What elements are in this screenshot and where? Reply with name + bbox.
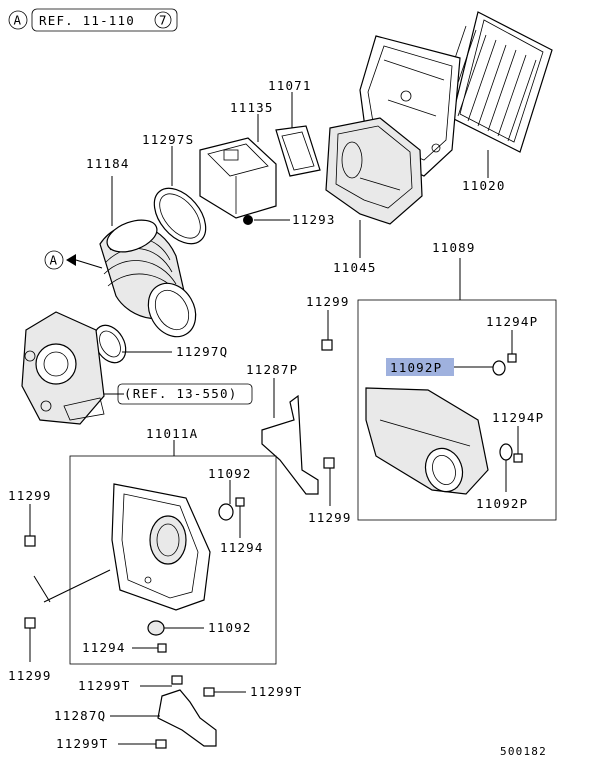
bolt-11299t-a — [171, 675, 183, 685]
box-11089 — [357, 299, 557, 521]
label-11299-left-top: 11299 — [8, 488, 52, 503]
ref-box — [31, 8, 178, 32]
clip-11294p-a — [507, 353, 517, 363]
label-11092p-b: 11092P — [476, 496, 528, 511]
label-11011a: 11011A — [146, 426, 198, 441]
leader-left-a — [33, 575, 51, 603]
label-11184: 11184 — [86, 156, 130, 171]
label-11135: 11135 — [230, 100, 274, 115]
label-11299-top: 11299 — [306, 294, 350, 309]
bolt-11299-left-bottom — [24, 617, 36, 662]
arrow-marker-text: A — [50, 253, 59, 268]
label-11092p-highlight: 11092P — [390, 360, 442, 375]
label-11297s: 11297S — [142, 132, 194, 147]
ref-circle — [154, 11, 172, 29]
grommet-11092-a — [218, 503, 234, 521]
bracket-11287p — [261, 378, 319, 495]
label-11294p-a: 11294P — [486, 314, 538, 329]
arrow-head — [66, 254, 76, 266]
grommet-11092p-b — [499, 443, 513, 461]
bracket-11287q — [110, 689, 217, 747]
clip-11294p-b — [513, 453, 523, 463]
intake-hose — [99, 176, 197, 338]
label-11299t-c: 11299T — [56, 736, 108, 751]
label-11299t-b: 11299T — [250, 684, 302, 699]
label-11287q: 11287Q — [54, 708, 106, 723]
ref-13-550-box — [117, 383, 253, 405]
duct-11011a — [111, 483, 211, 611]
clip-11294-b — [157, 643, 167, 653]
bolt-11299-top — [321, 310, 333, 351]
label-11293: 11293 — [292, 212, 336, 227]
label-11297q: 11297Q — [176, 344, 228, 359]
air-filter-element — [437, 11, 553, 178]
label-11294-a: 11294 — [220, 540, 264, 555]
grommet-11092-b — [147, 620, 165, 636]
ref-text: REF. 11-110 — [39, 13, 135, 28]
air-flow-sensor — [199, 114, 277, 219]
bolt-11299t-b — [203, 687, 215, 697]
screw-11293 — [243, 215, 253, 225]
clip-11294-a — [235, 497, 245, 507]
label-11287p: 11287P — [246, 362, 298, 377]
arrow-marker-circle — [44, 250, 64, 270]
label-11299-mid: 11299 — [308, 510, 352, 525]
box-11011a — [69, 455, 277, 665]
label-11092-a: 11092 — [208, 466, 252, 481]
bolt-11299-mid — [323, 457, 335, 506]
marker-a-text: A — [14, 13, 23, 28]
ref-13-550-text: (REF. 13-550) — [124, 386, 237, 401]
label-11071: 11071 — [268, 78, 312, 93]
highlight-11092p — [386, 358, 454, 376]
label-11299t-a: 11299T — [78, 678, 130, 693]
arrow-line — [75, 259, 103, 269]
gasket-11071 — [275, 92, 321, 177]
diagram-number: 500182 — [500, 745, 547, 758]
ref-circle-text: 7 — [159, 13, 168, 28]
label-11045: 11045 — [333, 260, 377, 275]
bolt-11299-left-top — [24, 504, 36, 547]
marker-circle-a — [8, 10, 28, 30]
label-11092-b: 11092 — [208, 620, 252, 635]
air-cleaner-lower-case — [325, 117, 423, 258]
leader-left-b — [43, 569, 111, 603]
gasket-ring-11297s — [153, 146, 207, 245]
throttle-body — [21, 311, 105, 425]
resonator-11089 — [365, 387, 489, 495]
label-11294-b: 11294 — [82, 640, 126, 655]
label-11299-left-bottom: 11299 — [8, 668, 52, 683]
label-11089: 11089 — [432, 240, 476, 255]
grommet-11092p-a — [492, 360, 506, 376]
label-11294p-b: 11294P — [492, 410, 544, 425]
label-11020: 11020 — [462, 178, 506, 193]
bolt-11299t-c — [155, 739, 167, 749]
